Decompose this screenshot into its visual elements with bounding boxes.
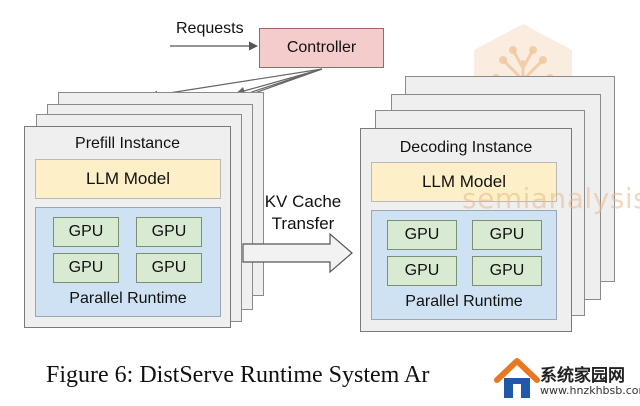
decoding-gpu-2: GPU xyxy=(472,220,542,250)
decoding-llm-model: LLM Model xyxy=(371,162,557,202)
house-logo-icon xyxy=(494,358,540,398)
requests-label: Requests xyxy=(176,20,244,37)
decoding-gpu-3: GPU xyxy=(387,256,457,286)
site-url: www.hnzkhbsb.com xyxy=(540,384,640,397)
decoding-gpu-4: GPU xyxy=(472,256,542,286)
prefill-runtime-label: Parallel Runtime xyxy=(69,290,187,307)
prefill-instance-title: Prefill Instance xyxy=(75,135,180,152)
kv-transfer-label-line1: KV Cache xyxy=(264,192,342,211)
decoding-gpu-1: GPU xyxy=(387,220,457,250)
prefill-gpu-1: GPU xyxy=(53,217,119,247)
prefill-llm-model: LLM Model xyxy=(35,159,221,199)
prefill-gpu-3: GPU xyxy=(53,253,119,283)
kv-transfer-label-line2: Transfer xyxy=(271,214,335,233)
prefill-gpu-2: GPU xyxy=(136,217,202,247)
watermark-text: semianalysis xyxy=(462,182,640,215)
decoding-instance-title: Decoding Instance xyxy=(399,139,533,156)
prefill-gpu-4: GPU xyxy=(136,253,202,283)
figure-caption: Figure 6: DistServe Runtime System Ar xyxy=(46,362,430,388)
site-name: 系统家园网 xyxy=(540,366,625,386)
controller-box: Controller xyxy=(259,28,384,68)
decoding-runtime-label: Parallel Runtime xyxy=(405,293,523,310)
